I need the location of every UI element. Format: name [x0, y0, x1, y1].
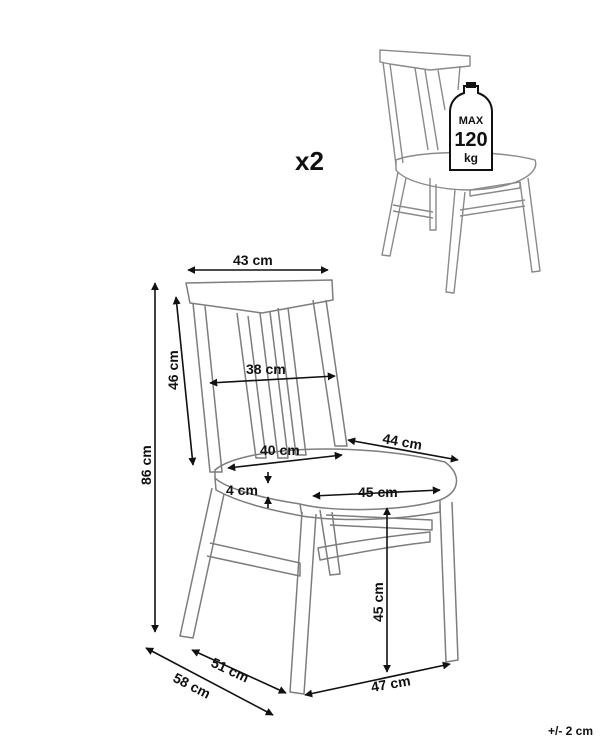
- max-label: MAX: [459, 115, 484, 127]
- max-load-unit: kg: [464, 151, 478, 165]
- quantity-label: x2: [295, 146, 324, 176]
- label-seat-height: 45 cm: [370, 582, 386, 622]
- main-chair-illustration: [179, 279, 459, 695]
- label-seat-depth: 44 cm: [381, 430, 423, 453]
- dim-line-seat-back-width: [227, 451, 343, 472]
- dim-line-backrest-height: [172, 296, 197, 466]
- dim-line-seat-front-width: [312, 486, 441, 500]
- max-load-value: 120: [454, 129, 487, 151]
- label-total-height: 86 cm: [138, 445, 154, 485]
- dimension-labels: 43 cm 46 cm 86 cm 38 cm 40 cm 44 cm 4 cm…: [138, 252, 423, 702]
- label-total-depth: 58 cm: [171, 669, 214, 701]
- dim-line-backrest-inner-width: [209, 372, 336, 387]
- dim-line-leg-width: [304, 661, 451, 698]
- label-seat-back-width: 40 cm: [260, 442, 300, 458]
- label-seat-thickness: 4 cm: [226, 482, 258, 498]
- max-load-weight-icon: MAX 120 kg: [449, 82, 493, 171]
- label-leg-width: 47 cm: [370, 672, 412, 695]
- tolerance-note: +/- 2 cm: [548, 724, 593, 738]
- label-leg-depth: 51 cm: [209, 654, 252, 685]
- label-backrest-inner-width: 38 cm: [246, 361, 286, 377]
- label-top-width: 43 cm: [233, 252, 273, 268]
- label-seat-front-width: 45 cm: [358, 484, 398, 500]
- label-backrest-height: 46 cm: [165, 350, 181, 390]
- small-chair-illustration: [379, 49, 541, 294]
- dimension-lines: [145, 266, 459, 716]
- dim-line-total-depth: [145, 647, 274, 716]
- dim-line-seat-depth: [347, 437, 459, 463]
